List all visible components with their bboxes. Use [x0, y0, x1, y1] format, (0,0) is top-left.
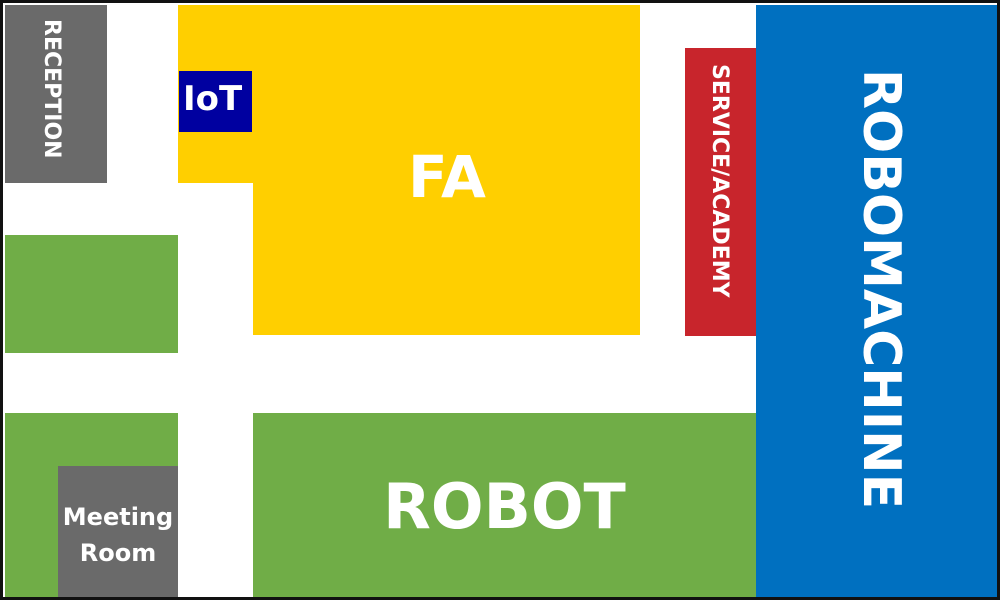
service-academy-label: SERVICE/ACADEMY [707, 64, 733, 298]
fa-zone-upper[interactable] [178, 5, 640, 183]
iot-label: IoT [183, 79, 243, 119]
robomachine-label: ROBOMACHINE [851, 69, 912, 510]
meeting-room-label-line2: Room [79, 539, 157, 567]
robot-label: ROBOT [383, 470, 626, 543]
green-area-left[interactable] [5, 235, 178, 353]
fa-zone-lower[interactable] [253, 183, 640, 335]
service-academy-zone[interactable]: SERVICE/ACADEMY [685, 48, 756, 336]
reception-label: RECEPTION [39, 19, 65, 159]
robot-zone[interactable]: ROBOT [253, 413, 756, 597]
reception-zone[interactable]: RECEPTION [5, 5, 107, 183]
meeting-room-label-line1: Meeting [62, 503, 174, 531]
iot-zone[interactable]: IoT [179, 71, 252, 132]
robomachine-zone[interactable]: ROBOMACHINE [756, 5, 997, 597]
fa-label: FA [408, 143, 486, 211]
meeting-room-zone[interactable]: Meeting Room [58, 466, 178, 597]
